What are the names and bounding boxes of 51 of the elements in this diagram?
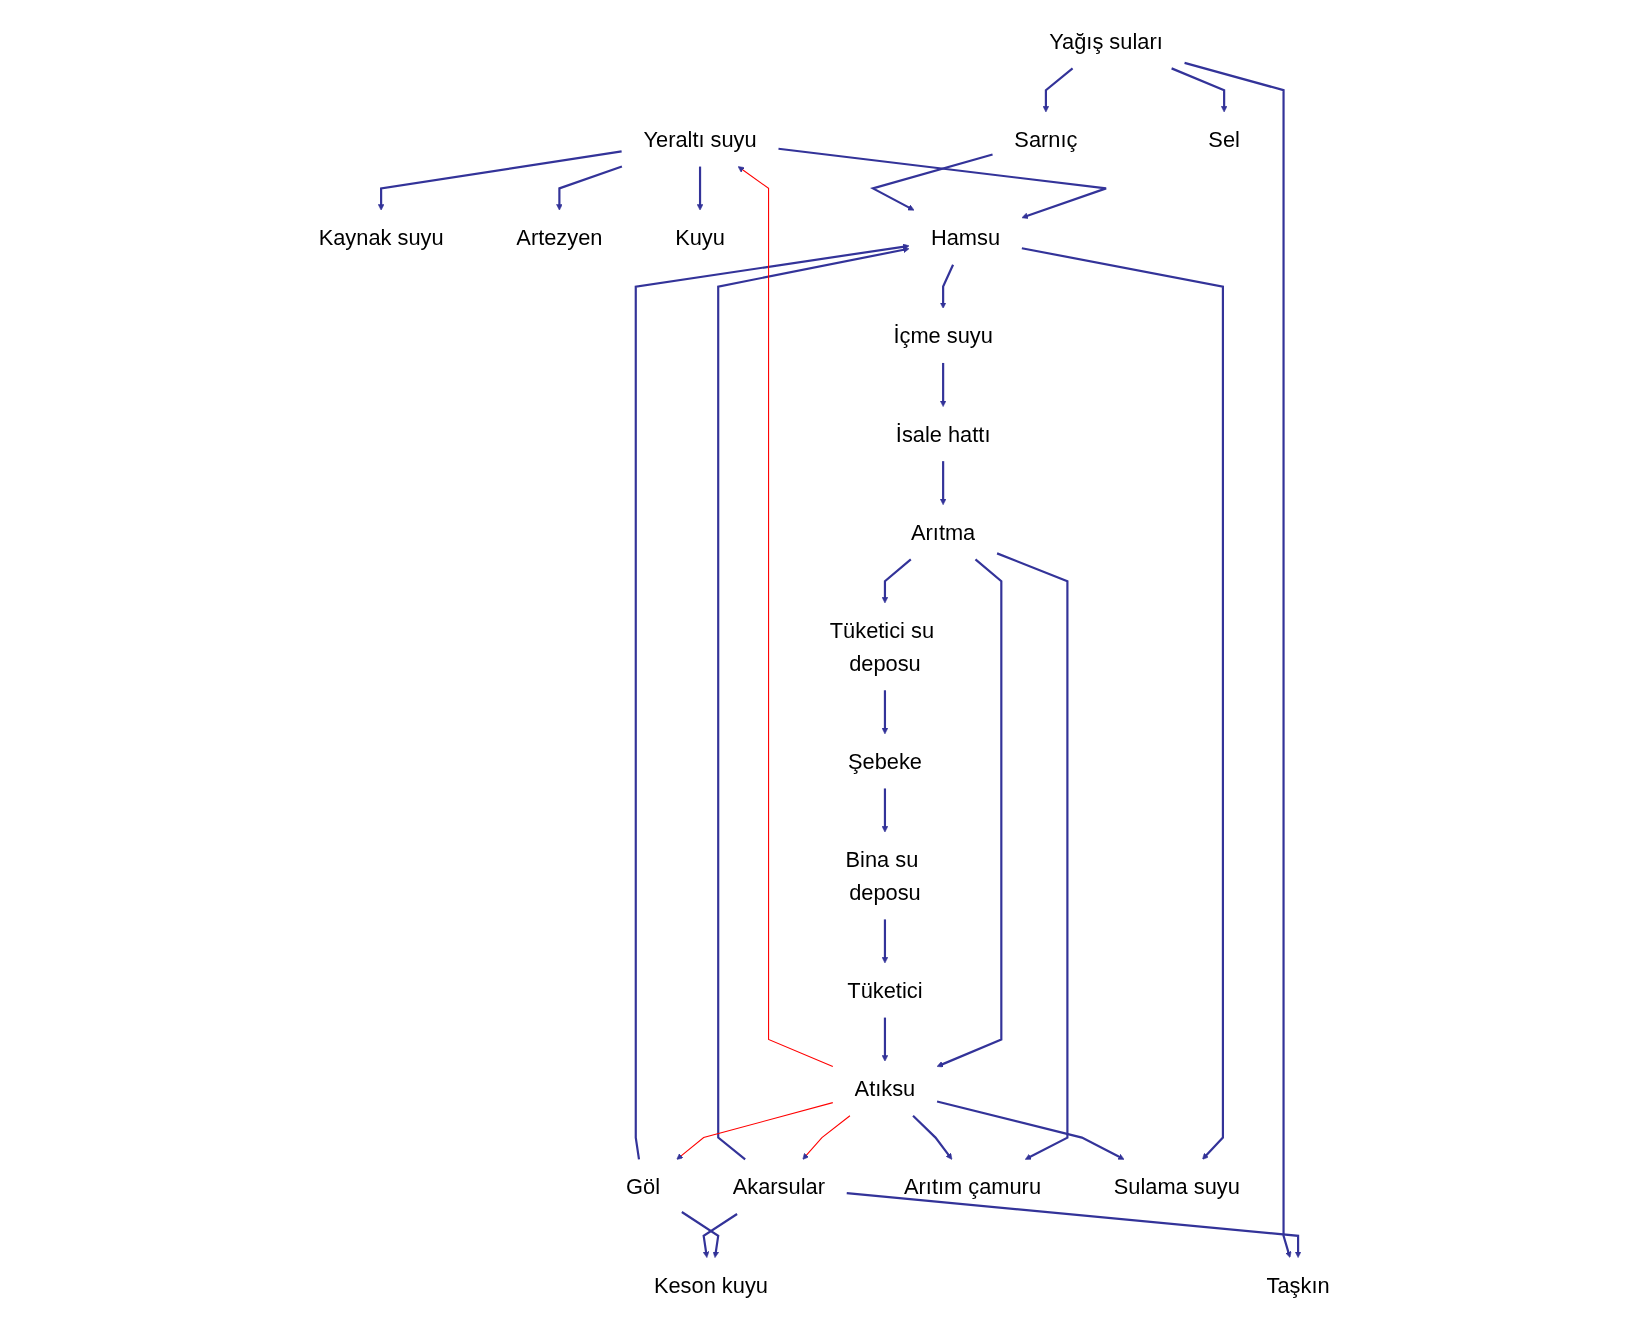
arrow	[937, 558, 1003, 1068]
arrow	[940, 362, 947, 407]
arrow	[882, 558, 912, 604]
node-text: Atıksu	[854, 1076, 916, 1101]
node-text: Sel	[1208, 127, 1241, 152]
node-text: İsale hattı	[896, 421, 991, 446]
node-text: İçme suyu	[893, 323, 994, 348]
arrow	[802, 1115, 851, 1160]
arrow	[738, 166, 834, 1068]
node-text: Artezyen	[516, 225, 603, 250]
node-text: Tüketici su deposu	[830, 618, 935, 675]
node-text: Yağış suları	[1049, 29, 1164, 54]
node-text: Sarnıç	[1014, 127, 1078, 152]
arrow	[378, 150, 623, 211]
arrow	[697, 166, 704, 211]
arrow	[882, 1017, 889, 1062]
arrow	[1022, 247, 1225, 1160]
node-text: Akarsular	[733, 1174, 826, 1199]
node-text: Göl	[626, 1174, 661, 1199]
node-text: Keson kuyu	[654, 1272, 769, 1297]
arrow	[681, 1211, 720, 1258]
node-text: Kaynak suyu	[319, 225, 444, 250]
node-text: Yeraltı suyu	[643, 127, 758, 152]
arrow	[1171, 67, 1228, 113]
arrow	[717, 246, 910, 1161]
arrow	[870, 153, 994, 211]
arrow	[1184, 61, 1292, 1258]
arrow	[937, 1100, 1125, 1160]
node-text: Kuyu	[675, 225, 726, 250]
node-text: Taşkın	[1266, 1272, 1330, 1297]
arrow	[556, 165, 623, 211]
arrow	[940, 461, 947, 506]
node-text: Şebeke	[848, 749, 923, 774]
arrow	[997, 552, 1069, 1160]
arrow	[882, 919, 889, 964]
node-text: Tüketici	[847, 978, 923, 1003]
arrow	[702, 1213, 739, 1258]
arrow	[882, 788, 889, 833]
arrow	[778, 147, 1108, 219]
arrow	[635, 243, 910, 1160]
node-text: Arıtım çamuru	[904, 1174, 1042, 1199]
arrow	[940, 264, 955, 309]
arrow	[1043, 67, 1074, 113]
arrow	[912, 1115, 953, 1160]
arrow	[882, 690, 889, 735]
arrow	[847, 1192, 1302, 1258]
node-text: Arıtma	[911, 520, 976, 545]
node-text: Hamsu	[931, 225, 1001, 250]
node-text: Bina su deposu	[845, 847, 922, 905]
node-text: Sulama suyu	[1114, 1174, 1241, 1199]
arrow	[676, 1102, 834, 1160]
